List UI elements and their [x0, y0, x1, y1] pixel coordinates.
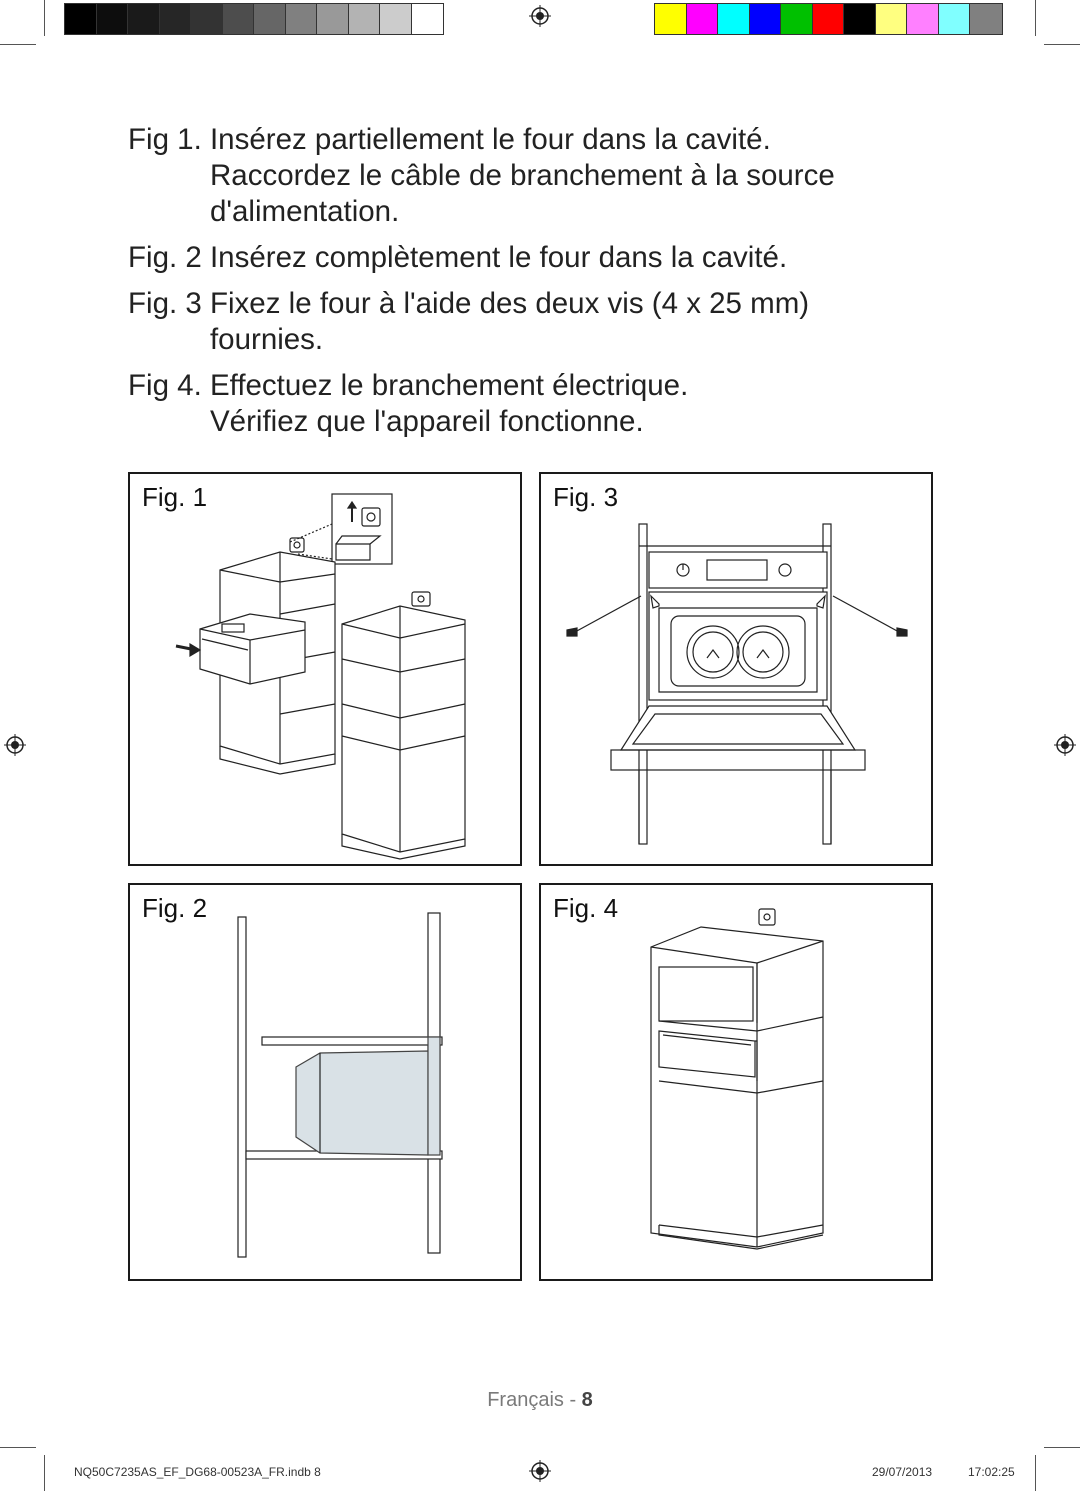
fig1-label: Fig. 1 [142, 482, 208, 512]
color-bar [654, 3, 1003, 35]
crop-mark [44, 1455, 45, 1491]
registration-mark-icon [529, 5, 551, 27]
color-swatch [812, 4, 844, 34]
crop-mark [0, 44, 36, 45]
color-swatch [348, 4, 380, 34]
instruction-line: Fixez le four à l'aide des deux vis (4 x… [209, 287, 810, 320]
color-swatch [222, 4, 254, 34]
instruction-fig4: Fig 4. Effectuez le branchement électriq… [128, 368, 888, 440]
fig2-illustration [237, 912, 443, 1258]
instruction-line: Insérez complètement le four dans la cav… [209, 241, 788, 274]
instruction-line: d'alimentation. [209, 195, 400, 228]
color-swatch [317, 4, 349, 34]
color-swatch [970, 4, 1002, 34]
color-swatch [655, 4, 687, 34]
color-swatch [159, 4, 191, 34]
slug-time: 17:02:25 [968, 1465, 1015, 1479]
fig3-illustration [566, 523, 908, 845]
color-swatch [65, 4, 97, 34]
registration-mark-icon [1054, 734, 1076, 756]
color-swatch [938, 4, 970, 34]
crop-mark [1035, 1455, 1036, 1491]
registration-mark-icon [529, 1460, 551, 1482]
color-swatch [191, 4, 223, 34]
footer-page-number: 8 [581, 1389, 593, 1411]
page-number: Français - 8 [0, 1389, 1080, 1412]
crop-mark [1035, 0, 1036, 36]
color-swatch [128, 4, 160, 34]
instruction-fig-ref: Fig 4. [128, 369, 210, 402]
grayscale-bar [64, 3, 444, 35]
instruction-line: Vérifiez que l'appareil fonctionne. [209, 405, 644, 438]
color-swatch [96, 4, 128, 34]
color-swatch [686, 4, 718, 34]
figure-2-full-insertion: Fig. 2 [128, 883, 522, 1281]
fig4-label: Fig. 4 [553, 893, 619, 923]
crop-mark [1044, 1447, 1080, 1448]
color-swatch [875, 4, 907, 34]
color-swatch [718, 4, 750, 34]
instruction-line: Insérez partiellement le four dans la ca… [209, 123, 771, 156]
color-swatch [254, 4, 286, 34]
installation-instructions: Fig 1. Insérez partiellement le four dan… [128, 122, 888, 450]
instruction-fig-ref: Fig. 2 [128, 241, 210, 274]
color-swatch [411, 4, 443, 34]
color-swatch [844, 4, 876, 34]
registration-mark-icon [4, 734, 26, 756]
figure-1-partial-insertion: Fig. 1 [128, 472, 522, 866]
instruction-fig2: Fig. 2 Insérez complètement le four dans… [128, 240, 888, 276]
fig2-label: Fig. 2 [142, 893, 208, 923]
instruction-line: Effectuez le branchement électrique. [209, 369, 689, 402]
figure-3-screw-fixing: Fig. 3 [539, 472, 933, 866]
instruction-line: Raccordez le câble de branchement à la s… [209, 159, 835, 192]
instruction-fig1: Fig 1. Insérez partiellement le four dan… [128, 122, 888, 230]
fig3-label: Fig. 3 [553, 482, 619, 512]
footer-language: Français - [487, 1389, 582, 1411]
figure-4-electrical-connection: Fig. 4 [539, 883, 933, 1281]
color-swatch [285, 4, 317, 34]
color-swatch [781, 4, 813, 34]
color-swatch [380, 4, 412, 34]
color-swatch [907, 4, 939, 34]
crop-mark [0, 1447, 36, 1448]
instruction-line: fournies. [209, 323, 324, 356]
crop-mark [1044, 44, 1080, 45]
instruction-fig3: Fig. 3 Fixez le four à l'aide des deux v… [128, 286, 888, 358]
fig4-illustration [650, 908, 824, 1250]
color-swatch [749, 4, 781, 34]
instruction-fig-ref: Fig 1. [128, 123, 210, 156]
crop-mark [44, 0, 45, 36]
instruction-fig-ref: Fig. 3 [128, 287, 210, 320]
fig1-illustration [175, 493, 466, 860]
file-slug: NQ50C7235AS_EF_DG68-00523A_FR.indb 8 [74, 1465, 321, 1479]
slug-date: 29/07/2013 [872, 1465, 933, 1479]
